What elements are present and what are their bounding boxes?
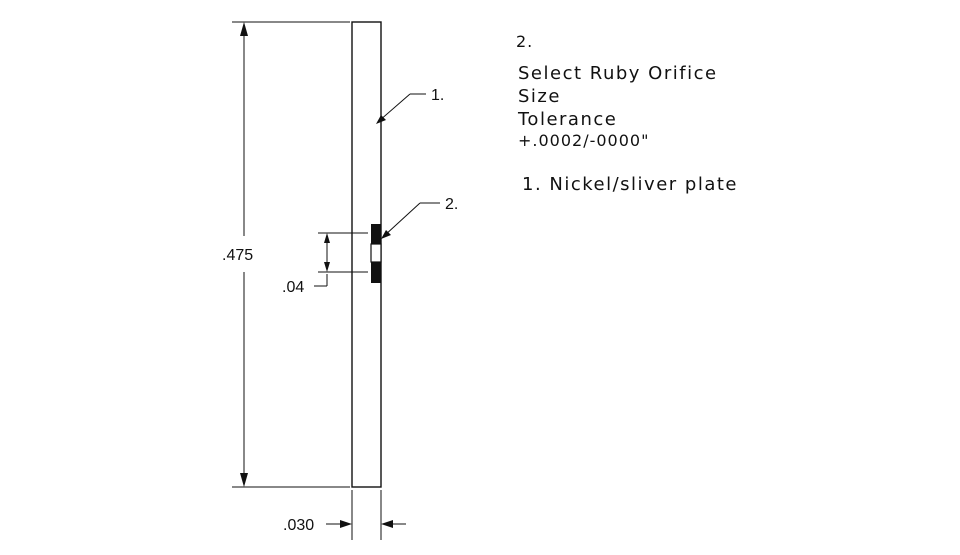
width-dimension-label: .030 — [283, 517, 314, 534]
height-dimension: .475 — [222, 21, 350, 488]
note-2-line-2: Size — [518, 86, 561, 107]
height-dimension-label: .475 — [222, 247, 253, 264]
callout-2-label: 2. — [445, 196, 458, 213]
orifice-insert — [370, 224, 382, 283]
callout-1-label: 1. — [431, 87, 444, 104]
orifice-spacing-dimension: .04 — [282, 232, 368, 296]
note-2-line-4: +.0002/-0000" — [518, 131, 649, 150]
note-1: 1. Nickel/sliver plate — [522, 174, 738, 195]
orifice-spacing-label: .04 — [282, 279, 304, 296]
note-2-number: 2. — [516, 32, 533, 51]
width-dimension: .030 — [283, 490, 406, 540]
note-2-line-1: Select Ruby Orifice — [518, 63, 718, 84]
note-2-line-3: Tolerance — [517, 109, 617, 130]
callout-2: 2. — [381, 196, 458, 239]
notes-block: 2. Select Ruby Orifice Size Tolerance +.… — [516, 32, 738, 195]
callout-1: 1. — [376, 87, 444, 124]
